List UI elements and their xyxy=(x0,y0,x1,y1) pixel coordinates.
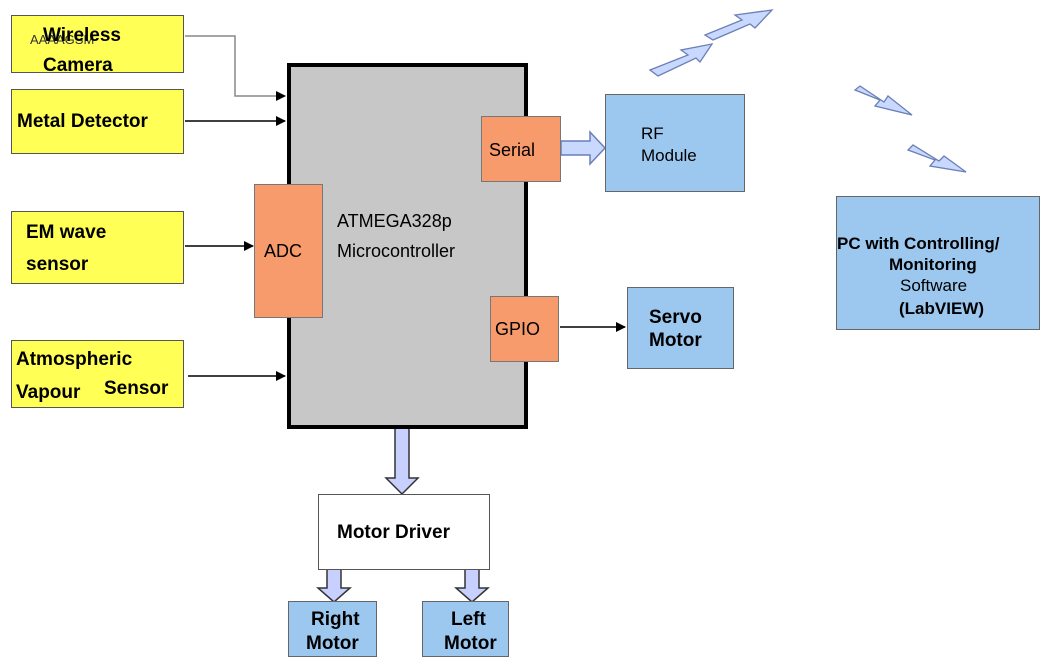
servo-line1: Servo xyxy=(649,307,702,328)
pc-line3: Software xyxy=(900,276,968,295)
atmospheric-line2: Vapour xyxy=(16,382,81,403)
pc-line2: Monitoring xyxy=(889,255,977,274)
wireless-camera-block: AAAAGSM Wireless Camera xyxy=(11,15,184,76)
motor-driver-label: Motor Driver xyxy=(337,522,450,543)
camera-connector xyxy=(185,35,286,101)
wireless-signal-pc xyxy=(853,85,967,173)
em-wave-line1: EM wave xyxy=(26,222,107,243)
wireless-camera-line1: Wireless xyxy=(43,25,121,46)
metal-detector-block: Metal Detector xyxy=(11,89,184,154)
atmospheric-line1: Atmospheric xyxy=(16,349,133,370)
mcu-line2: Microcontroller xyxy=(337,241,456,261)
right-motor-line2: Motor xyxy=(306,633,359,654)
right-motor-block: Right Motor xyxy=(288,601,377,657)
atmospheric-sensor-block: Atmospheric Vapour Sensor xyxy=(11,340,184,408)
left-motor-line1: Left xyxy=(451,609,486,630)
pc-line4: (LabVIEW) xyxy=(899,299,984,318)
left-motor-block: Left Motor xyxy=(422,601,509,657)
gpio-label: GPIO xyxy=(495,319,541,339)
serial-label: Serial xyxy=(489,140,536,160)
gpio-block: GPIO xyxy=(490,296,559,362)
left-motor-line2: Motor xyxy=(444,633,497,654)
em-wave-line2: sensor xyxy=(26,254,89,275)
rf-module-line2: Module xyxy=(641,146,697,165)
servo-motor-block: Servo Motor xyxy=(627,287,734,369)
adc-block: ADC xyxy=(254,184,323,318)
wireless-signal-rf xyxy=(648,9,774,77)
rf-module-line1: RF xyxy=(641,124,664,143)
rf-module-block: RF Module xyxy=(605,94,745,192)
atmospheric-line3: Sensor xyxy=(104,378,169,399)
pc-block: PC with Controlling/ Monitoring Software… xyxy=(836,196,1040,330)
serial-rf-arrow xyxy=(560,130,607,166)
driver-right-motor-arrow xyxy=(316,567,352,603)
adc-label: ADC xyxy=(264,241,303,261)
serial-block: Serial xyxy=(481,116,561,182)
servo-line2: Motor xyxy=(649,330,702,351)
wireless-camera-overlay: AAAAGSM xyxy=(30,32,95,47)
right-motor-line1: Right xyxy=(311,609,360,630)
wireless-camera-line2: Camera xyxy=(43,55,113,76)
pc-line1: PC with Controlling/ xyxy=(837,234,1000,253)
metal-detector-label: Metal Detector xyxy=(17,111,148,132)
motor-driver-block: Motor Driver xyxy=(318,494,490,570)
driver-left-motor-arrow xyxy=(454,567,490,603)
mcu-line1: ATMEGA328p xyxy=(337,211,452,231)
em-wave-sensor-block: EM wave sensor xyxy=(11,211,184,284)
mcu-driver-arrow xyxy=(384,427,420,496)
